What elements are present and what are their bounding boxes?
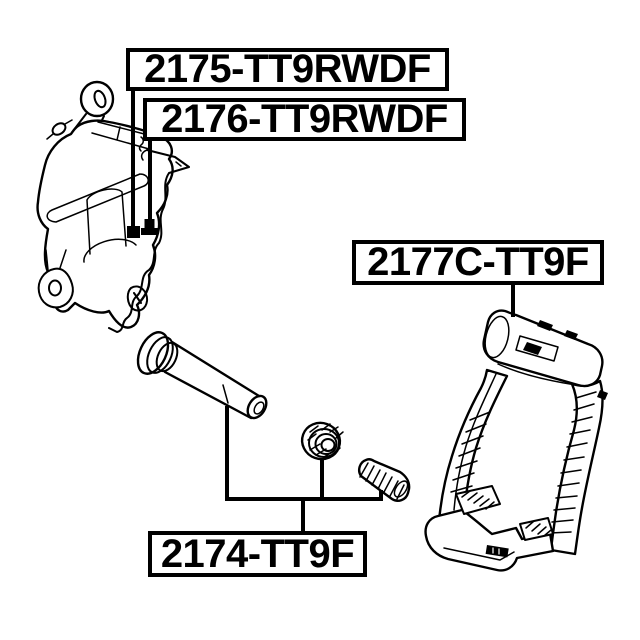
mount-plate-edge — [108, 149, 190, 333]
banjo-ring — [79, 80, 115, 118]
mount-ear — [37, 267, 74, 309]
bracket-right-arm — [549, 379, 604, 556]
pad-plate-lines — [91, 121, 153, 150]
sleeve-ribs — [359, 462, 405, 500]
hose-nub — [51, 122, 67, 136]
bracket-beam — [482, 309, 604, 388]
pin-head-ring — [136, 331, 170, 375]
beam-dark-marks — [523, 320, 608, 400]
leader-2174 — [225, 406, 383, 531]
bracket-foot — [424, 508, 555, 572]
leader-2176 — [141, 140, 158, 235]
part-label-2174: 2174-TT9F — [148, 531, 367, 577]
banjo-hole — [93, 89, 107, 109]
ear-hole — [48, 279, 62, 297]
piston-boss — [83, 188, 137, 263]
part-label-2176: 2176-TT9RWDF — [143, 97, 466, 141]
bracket-left-arm — [437, 368, 509, 523]
sleeve-bushing-drawing — [358, 458, 411, 502]
right-arm-hatch — [549, 391, 597, 534]
caliper-bracket-drawing — [424, 309, 608, 572]
pin-tip — [246, 394, 268, 420]
bracket-stamp — [485, 545, 509, 558]
arrow-marker — [144, 219, 155, 229]
brake-caliper-drawing — [36, 80, 190, 333]
piston-boot-drawing — [300, 421, 344, 461]
pin-shaft — [163, 340, 261, 420]
leader-lines — [127, 90, 515, 531]
boot-hatch — [307, 423, 344, 458]
guide-pin-drawing — [136, 331, 268, 420]
left-arm-hatch — [450, 411, 491, 493]
leader-2175 — [127, 90, 140, 238]
part-label-2175: 2175-TT9RWDF — [126, 47, 449, 91]
arrow-marker — [127, 226, 140, 238]
part-label-2177c: 2177C-TT9F — [352, 240, 604, 285]
caliper-hole — [126, 285, 149, 312]
